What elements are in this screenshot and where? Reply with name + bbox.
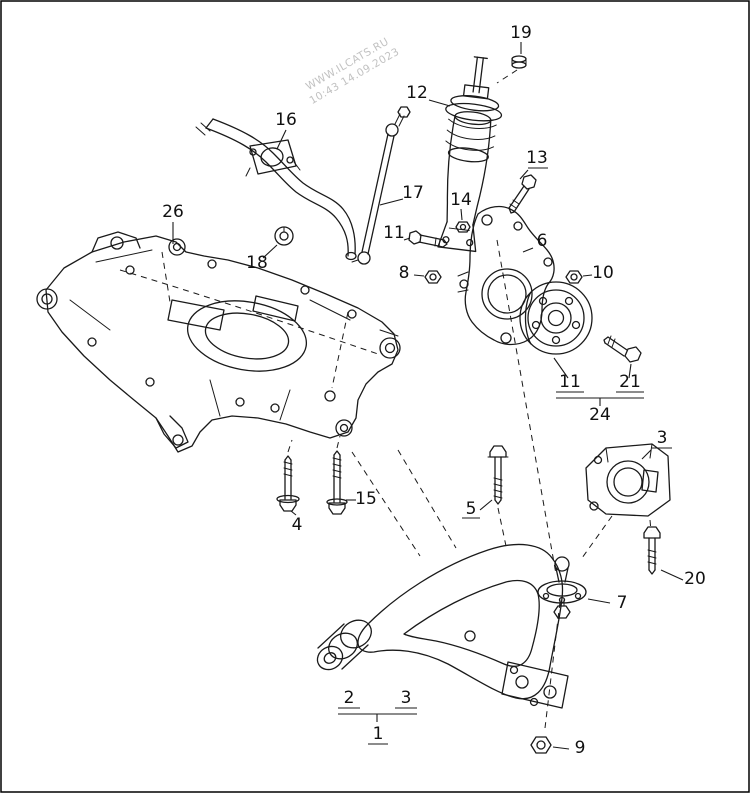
- strut-top-nut: [511, 55, 527, 69]
- callout-7: 7: [617, 593, 628, 613]
- nut-10: [565, 270, 583, 284]
- nut-9: [530, 736, 552, 754]
- callout-4: 4: [292, 515, 303, 535]
- callout-20: 20: [684, 569, 706, 589]
- callout-19: 19: [510, 23, 532, 43]
- callout-15: 15: [355, 489, 377, 509]
- callout-2: 2: [344, 688, 355, 708]
- callout-6: 6: [537, 231, 548, 251]
- callout-11-hub: 11: [559, 372, 581, 392]
- callout-3-bracket: 3: [657, 428, 668, 448]
- callout-26: 26: [162, 202, 184, 222]
- stabilizer-link: [351, 106, 411, 265]
- callout-13: 13: [526, 148, 548, 168]
- strut: [437, 56, 503, 253]
- leader-lines: [172, 42, 684, 750]
- construction-lines: [119, 69, 652, 729]
- callout-18: 18: [246, 253, 268, 273]
- bolt-21: [603, 335, 642, 363]
- callout-5: 5: [466, 499, 477, 519]
- callout-21: 21: [619, 372, 641, 392]
- arm-bracket: [585, 443, 671, 517]
- bolt-5: [487, 445, 509, 505]
- callout-24: 24: [589, 405, 611, 425]
- callout-12: 12: [406, 83, 428, 103]
- nut-14: [455, 221, 471, 233]
- stabilizer-clamp: [245, 139, 301, 177]
- callout-1: 1: [373, 724, 384, 744]
- callout-10: 10: [592, 263, 614, 283]
- arm-bushing: [316, 619, 372, 671]
- wheel-hub-bearing: [519, 281, 593, 355]
- control-arm: [357, 543, 569, 709]
- callout-17: 17: [402, 183, 424, 203]
- nut-8: [424, 270, 442, 284]
- ball-joint: [537, 556, 587, 619]
- callout-14: 14: [450, 190, 472, 210]
- stabilizer-bushing: [274, 226, 294, 246]
- bolt-4: [276, 455, 300, 512]
- bolt-20: [643, 526, 661, 575]
- callout-labels: 19 12 16 13 17 14 26 11 6 18 8 10 11 21 …: [162, 23, 706, 758]
- callout-16: 16: [275, 110, 297, 130]
- callout-3-arm: 3: [401, 688, 412, 708]
- callout-8: 8: [399, 263, 410, 283]
- subframe: [36, 231, 401, 453]
- bolt-15: [326, 450, 348, 515]
- bolt-13: [508, 174, 537, 214]
- callout-11-knuckle-bolt: 11: [383, 223, 405, 243]
- bolt-11: [408, 230, 448, 248]
- callout-9: 9: [575, 738, 586, 758]
